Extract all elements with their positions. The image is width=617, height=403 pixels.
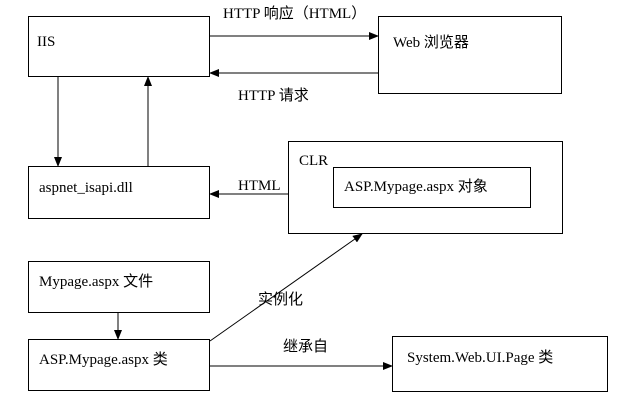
node-base-class: System.Web.UI.Page 类 [392, 336, 608, 392]
node-aspnet-isapi-label: aspnet_isapi.dll [39, 180, 133, 196]
edge-label-html: HTML [238, 178, 281, 194]
node-iis: IIS [28, 16, 210, 77]
node-page-object: ASP.Mypage.aspx 对象 [333, 167, 531, 208]
node-web-browser-label: Web 浏览器 [393, 35, 469, 51]
node-page-object-label: ASP.Mypage.aspx 对象 [344, 179, 488, 195]
node-clr-label: CLR [299, 153, 329, 169]
edge-label-response: HTTP 响应（HTML） [223, 6, 367, 22]
edge-label-request: HTTP 请求 [238, 88, 309, 104]
node-page-class-label: ASP.Mypage.aspx 类 [39, 352, 168, 368]
node-web-browser: Web 浏览器 [378, 16, 562, 94]
node-base-class-label: System.Web.UI.Page 类 [407, 350, 554, 366]
node-page-class: ASP.Mypage.aspx 类 [28, 339, 210, 391]
node-aspx-file-label: Mypage.aspx 文件 [39, 274, 154, 290]
node-iis-label: IIS [37, 34, 56, 50]
node-aspx-file: Mypage.aspx 文件 [28, 261, 210, 313]
edge-label-instantiate: 实例化 [258, 292, 304, 308]
arrow-instantiate [209, 233, 363, 342]
edge-label-inherit: 继承自 [283, 339, 329, 355]
node-aspnet-isapi: aspnet_isapi.dll [28, 166, 210, 219]
